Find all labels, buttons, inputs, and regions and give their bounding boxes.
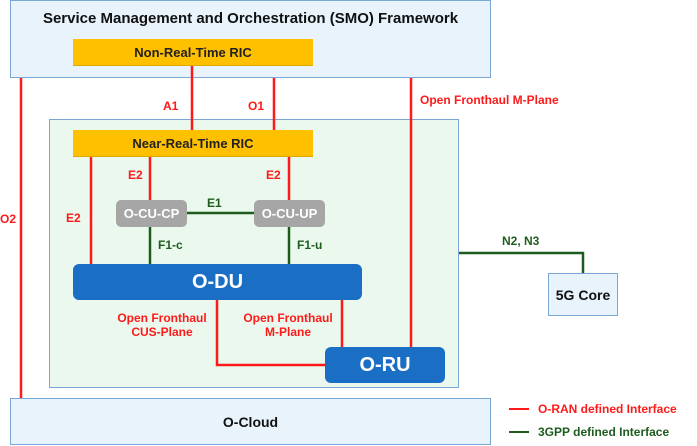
legend-item-oran: O-RAN defined Interface (509, 402, 677, 416)
o-du-label: O-DU (191, 270, 244, 293)
of-cus-plane-line1: Open Fronthaul (117, 311, 207, 325)
o2-label: O2 (0, 212, 17, 226)
of-m-plane-label: Open Fronthaul M-Plane (238, 311, 338, 339)
non-rt-ric-label: Non-Real-Time RIC (134, 44, 252, 60)
non-rt-ric-box: Non-Real-Time RIC (73, 39, 313, 65)
o-cu-cp-box: O-CU-CP (116, 200, 187, 227)
o-cu-up-box: O-CU-UP (254, 200, 325, 227)
o-ru-label: O-RU (359, 353, 411, 376)
e2-cuup-label: E2 (266, 168, 281, 182)
o-cloud-box: O-Cloud (10, 398, 491, 445)
e1-label: E1 (207, 196, 222, 210)
o-du-box: O-DU (73, 264, 362, 300)
legend-oran-label: O-RAN defined Interface (538, 402, 677, 416)
of-cus-line (215, 300, 325, 367)
o-cu-cp-label: O-CU-CP (123, 206, 180, 221)
5g-core-label: 5G Core (555, 286, 611, 303)
of-mplane-smo-label: Open Fronthaul M-Plane (420, 93, 559, 107)
n2n3-label: N2, N3 (502, 234, 540, 248)
f1c-label: F1-c (158, 238, 183, 252)
o-cu-up-label: O-CU-UP (261, 206, 318, 221)
n2n3-line (459, 251, 585, 273)
o1-label: O1 (248, 99, 265, 113)
ran-area-box (49, 119, 459, 388)
legend-item-3gpp: 3GPP defined Interface (509, 425, 669, 439)
e2-odu-label: E2 (66, 211, 81, 225)
near-rt-ric-label: Near-Real-Time RIC (132, 135, 254, 151)
o-cloud-label: O-Cloud (222, 413, 279, 430)
near-rt-ric-box: Near-Real-Time RIC (73, 130, 313, 156)
a1-label: A1 (163, 99, 179, 113)
o-ru-box: O-RU (325, 347, 445, 383)
3gpp-line-swatch-icon (509, 430, 529, 434)
smo-title: Service Management and Orchestration (SM… (42, 10, 459, 27)
5g-core-box: 5G Core (548, 273, 618, 316)
of-cus-plane-label: Open Fronthaul CUS-Plane (112, 311, 212, 339)
of-m-plane-line2: M-Plane (264, 325, 311, 339)
of-cus-plane-line2: CUS-Plane (131, 325, 193, 339)
oran-line-swatch-icon (509, 407, 529, 411)
of-m-plane-line1: Open Fronthaul (243, 311, 333, 325)
f1u-label: F1-u (297, 238, 323, 252)
e2-cucp-label: E2 (128, 168, 143, 182)
legend-3gpp-label: 3GPP defined Interface (538, 425, 670, 439)
